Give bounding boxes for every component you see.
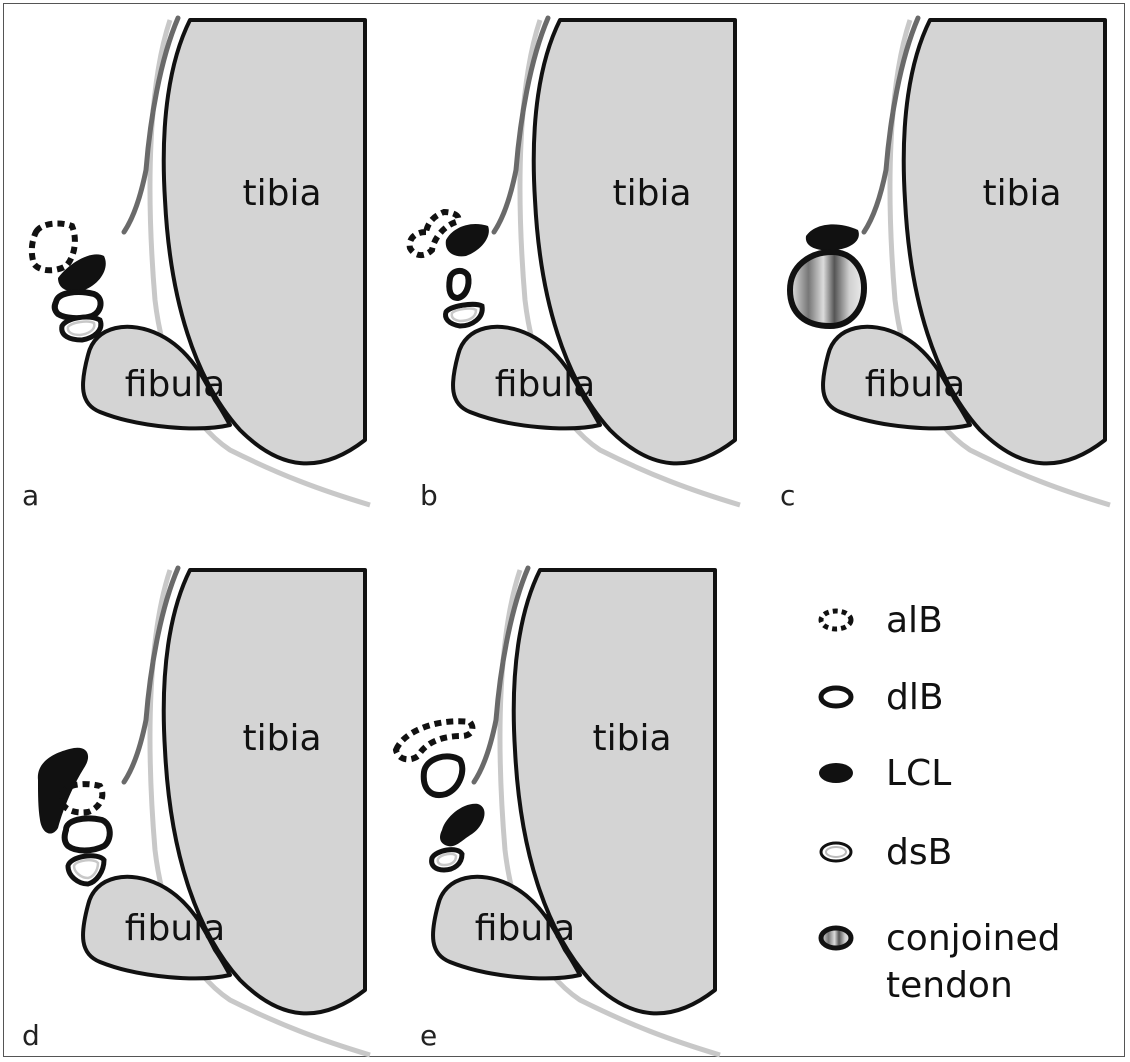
panel-letter-e: e [420,1019,437,1052]
tibia-label: tibia [982,173,1061,214]
bone-outline [83,18,370,505]
panel-letter-d: d [22,1019,40,1052]
tibia-label: tibia [612,173,691,214]
fibula-label: fibula [125,364,225,405]
legend: alB dlB LCL dsB conjoined tendon [818,600,1060,1006]
tibia-label: tibia [242,173,321,214]
legend-alb-label: alB [886,600,943,641]
tibia-label: tibia [592,718,671,759]
lcl-structure [58,254,106,292]
panel-c: tibia fibula c [780,18,1110,512]
panel-letter-c: c [780,479,795,512]
conjoined-tendon-structure [786,248,868,330]
alb-legend-icon [818,608,854,632]
panel-letter-b: b [420,479,438,512]
alb-structure [59,781,106,816]
lcl-structure [805,224,859,251]
alb-structure [392,718,476,763]
conjoined-tendon-legend-icon [818,925,854,951]
dlb-legend-icon [818,685,854,709]
lcl-legend-icon [819,763,853,783]
panel-a: tibia fibula a [22,18,370,512]
panel-b: tibia fibula b [406,18,740,512]
panel-d: tibia fibula d [22,568,370,1055]
dsb-structure [429,847,465,873]
tibia-label: tibia [242,718,321,759]
fibula-label: fibula [475,908,575,949]
panel-e: tibia fibula e [392,568,720,1055]
legend-conjoined-label: conjoined [886,918,1060,959]
fibula-label: fibula [495,364,595,405]
fibula-label: fibula [125,908,225,949]
lcl-structure [440,803,485,847]
bone-outline [823,18,1110,505]
dlb-structure [51,289,104,322]
panel-letter-a: a [22,479,39,512]
legend-tendon-label: tendon [886,965,1013,1006]
legend-lcl-label: LCL [886,753,951,794]
dlb-structure [446,268,472,302]
dlb-structure [420,753,466,798]
fibula-label: fibula [865,364,965,405]
bone-outline [83,568,370,1055]
legend-dlb-label: dlB [886,677,944,718]
legend-dsb-label: dsB [886,832,952,873]
alb-structure [28,220,78,274]
dlb-structure [61,815,113,854]
bone-outline [453,18,740,505]
lcl-structure [445,223,489,257]
dsb-legend-icon [819,841,853,863]
alb-structure [406,208,462,258]
